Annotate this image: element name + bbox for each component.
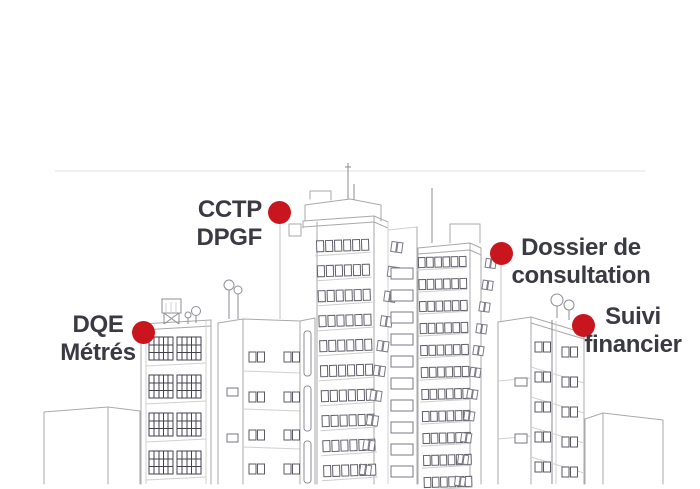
label-dossier-line2: consultation xyxy=(511,262,651,289)
label-dossier-line1: Dossier de xyxy=(521,234,641,261)
window-rows xyxy=(390,267,414,478)
building-dqe xyxy=(140,298,212,485)
window-rows xyxy=(248,351,300,475)
marker-dot-suivi xyxy=(572,314,595,337)
tower-left xyxy=(302,163,389,485)
building-mid-left xyxy=(217,279,301,485)
rooftop-trees-dqe xyxy=(184,306,201,324)
rooftop-trees-suivi xyxy=(550,293,575,320)
label-dqe-line2: Métrés xyxy=(60,339,136,366)
marker-dot-cctp xyxy=(268,201,291,224)
window-rows xyxy=(148,336,202,475)
window-rows xyxy=(416,255,473,489)
label-suivi-line1: Suivi xyxy=(605,303,661,330)
rooftop-trees-mid xyxy=(223,279,243,319)
label-cctp-dpgf: CCTP DPGF xyxy=(122,196,263,252)
window-rows xyxy=(314,238,378,482)
label-dossier-consultation: Dossier de consultation xyxy=(491,234,671,290)
window-rows xyxy=(534,341,578,478)
label-suivi-financier: Suivi financier xyxy=(553,303,700,359)
label-dqe-line1: DQE xyxy=(72,311,124,338)
building-suivi xyxy=(497,264,585,485)
water-tower xyxy=(161,298,182,325)
marker-dot-dqe xyxy=(132,321,155,344)
label-cctp-line2: DPGF xyxy=(196,224,263,251)
marker-dot-dossier xyxy=(490,242,513,265)
building-far-left xyxy=(43,406,141,485)
label-cctp-line1: CCTP xyxy=(197,196,262,223)
label-suivi-line2: financier xyxy=(584,331,682,358)
building-far-right xyxy=(584,412,664,485)
label-dqe-metres: DQE Métrés xyxy=(18,311,178,367)
